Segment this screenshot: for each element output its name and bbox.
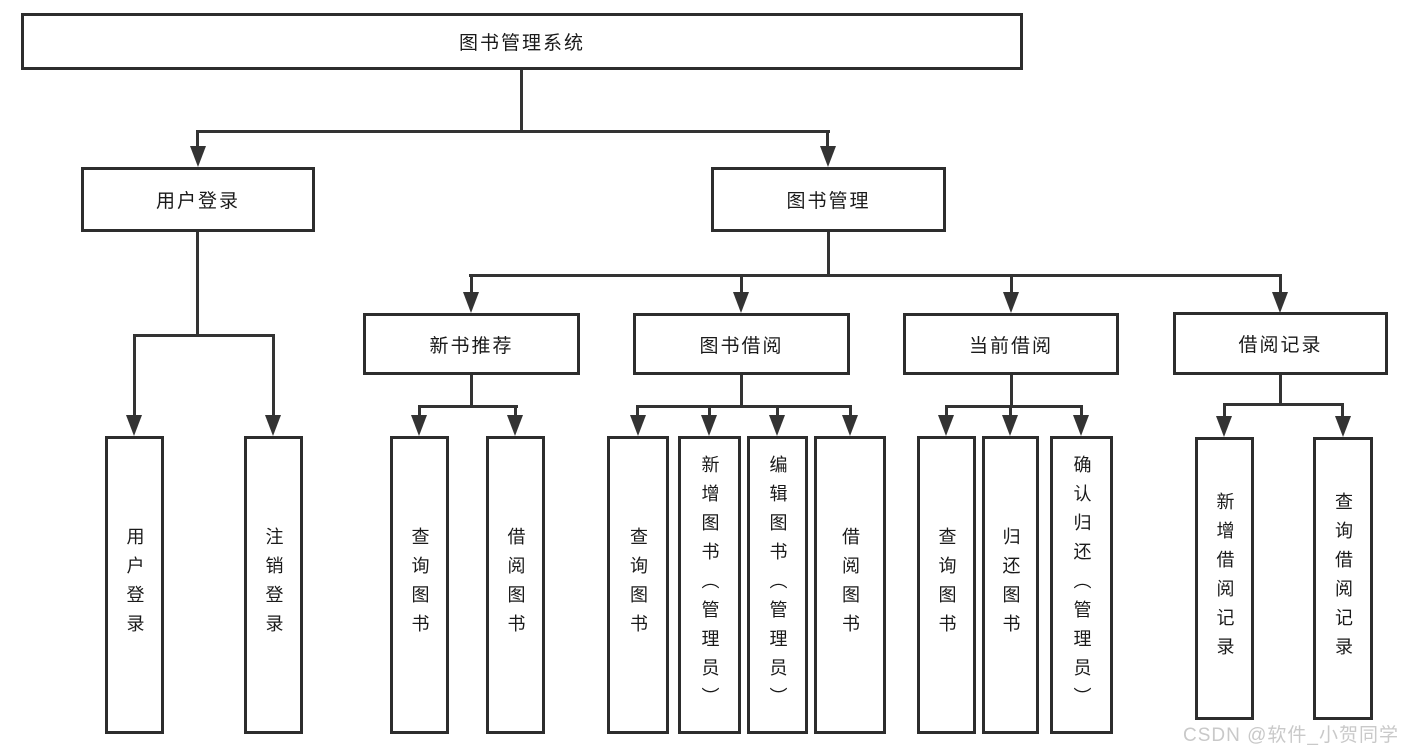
connector-stem — [740, 274, 743, 296]
arrow-down-icon — [1335, 416, 1351, 437]
connector-stem — [1010, 274, 1013, 296]
connector-stem — [1223, 403, 1226, 418]
connector-userlogin-vertical — [196, 232, 199, 336]
node-borrow-record-label: 借阅记录 — [1238, 335, 1323, 356]
leaf-newbook-query: 查询图书 — [390, 436, 449, 734]
leaf-borrow-borrow-label: 借阅图书 — [840, 527, 860, 643]
connector-borrow-horizontal — [636, 405, 852, 408]
arrow-down-icon — [938, 415, 954, 436]
node-new-book-recommend: 新书推荐 — [363, 313, 580, 375]
leaf-logout: 注销登录 — [244, 436, 303, 734]
connector-stem — [708, 405, 711, 418]
connector-stem — [776, 405, 779, 418]
connector-root-vertical — [520, 69, 523, 132]
arrow-down-icon — [733, 292, 749, 313]
leaf-user-login-label: 用户登录 — [124, 527, 145, 643]
arrow-down-icon — [190, 146, 206, 167]
leaf-current-return: 归还图书 — [982, 436, 1039, 734]
connector-stem — [1009, 405, 1012, 418]
connector-userlogin-horizontal — [133, 334, 275, 337]
leaf-current-confirm-admin: 确认归还（管理员） — [1050, 436, 1113, 734]
arrow-down-icon — [126, 415, 142, 436]
node-book-management: 图书管理 — [711, 167, 946, 232]
node-book-management-label: 图书管理 — [786, 191, 871, 212]
leaf-record-add: 新增借阅记录 — [1195, 437, 1254, 720]
arrow-down-icon — [1073, 415, 1089, 436]
connector-bookmgmt-vertical — [827, 232, 830, 276]
connector-stem — [418, 405, 421, 418]
connector-stem — [196, 130, 199, 150]
connector-borrow-vertical — [740, 374, 743, 407]
connector-stem — [826, 130, 829, 150]
connector-bookmgmt-horizontal — [469, 274, 1282, 277]
arrow-down-icon — [1003, 292, 1019, 313]
leaf-record-add-label: 新增借阅记录 — [1214, 491, 1235, 666]
leaf-current-query-label: 查询图书 — [936, 527, 957, 643]
arrow-down-icon — [769, 415, 785, 436]
connector-current-vertical — [1010, 374, 1013, 407]
leaf-borrow-borrow: 借阅图书 — [814, 436, 886, 734]
arrow-down-icon — [842, 415, 858, 436]
node-book-borrow: 图书借阅 — [633, 313, 850, 375]
leaf-borrow-edit-admin: 编辑图书（管理员） — [747, 436, 808, 734]
leaf-newbook-query-label: 查询图书 — [409, 527, 430, 643]
leaf-borrow-edit-admin-label: 编辑图书（管理员） — [767, 454, 788, 716]
node-user-login-label: 用户登录 — [155, 191, 240, 212]
connector-root-horizontal — [196, 130, 830, 133]
connector-stem — [1080, 405, 1083, 418]
arrow-down-icon — [1216, 416, 1232, 437]
leaf-record-query: 查询借阅记录 — [1313, 437, 1373, 720]
leaf-borrow-add-admin-label: 新增图书（管理员） — [699, 454, 720, 716]
leaf-borrow-query-label: 查询图书 — [628, 527, 648, 643]
node-new-book-recommend-label: 新书推荐 — [429, 335, 514, 357]
arrow-down-icon — [820, 146, 836, 167]
leaf-borrow-query: 查询图书 — [607, 436, 669, 734]
leaf-current-confirm-admin-label: 确认归还（管理员） — [1071, 454, 1092, 716]
node-root-label: 图书管理系统 — [458, 33, 585, 54]
connector-stem — [945, 405, 948, 418]
connector-stem — [470, 274, 473, 296]
connector-current-horizontal — [945, 405, 1082, 408]
connector-stem — [1341, 403, 1344, 418]
node-user-login: 用户登录 — [81, 167, 315, 232]
arrow-down-icon — [630, 415, 646, 436]
connector-stem — [1279, 274, 1282, 296]
connector-stem — [133, 334, 136, 420]
connector-record-horizontal — [1223, 403, 1344, 406]
connector-stem — [514, 405, 517, 418]
leaf-borrow-add-admin: 新增图书（管理员） — [678, 436, 741, 734]
connector-newbook-horizontal — [418, 405, 518, 408]
arrow-down-icon — [701, 415, 717, 436]
leaf-logout-label: 注销登录 — [263, 527, 284, 643]
leaf-newbook-borrow-label: 借阅图书 — [505, 527, 526, 643]
arrow-down-icon — [463, 292, 479, 313]
node-current-borrow: 当前借阅 — [903, 313, 1119, 375]
csdn-watermark: CSDN @软件_小贺同学 — [1183, 725, 1399, 746]
arrow-down-icon — [1002, 415, 1018, 436]
connector-newbook-vertical — [470, 374, 473, 407]
leaf-user-login: 用户登录 — [105, 436, 164, 734]
node-current-borrow-label: 当前借阅 — [968, 335, 1053, 357]
leaf-record-query-label: 查询借阅记录 — [1333, 491, 1353, 666]
connector-stem — [272, 334, 275, 420]
leaf-current-return-label: 归还图书 — [1000, 527, 1021, 643]
arrow-down-icon — [265, 415, 281, 436]
connector-record-vertical — [1279, 375, 1282, 405]
connector-stem — [636, 405, 639, 418]
node-root: 图书管理系统 — [21, 13, 1023, 70]
arrow-down-icon — [1272, 292, 1288, 313]
node-borrow-record: 借阅记录 — [1173, 312, 1388, 375]
node-book-borrow-label: 图书借阅 — [699, 335, 784, 357]
leaf-newbook-borrow: 借阅图书 — [486, 436, 545, 734]
arrow-down-icon — [507, 415, 523, 436]
connector-stem — [849, 405, 852, 418]
leaf-current-query: 查询图书 — [917, 436, 976, 734]
arrow-down-icon — [411, 415, 427, 436]
